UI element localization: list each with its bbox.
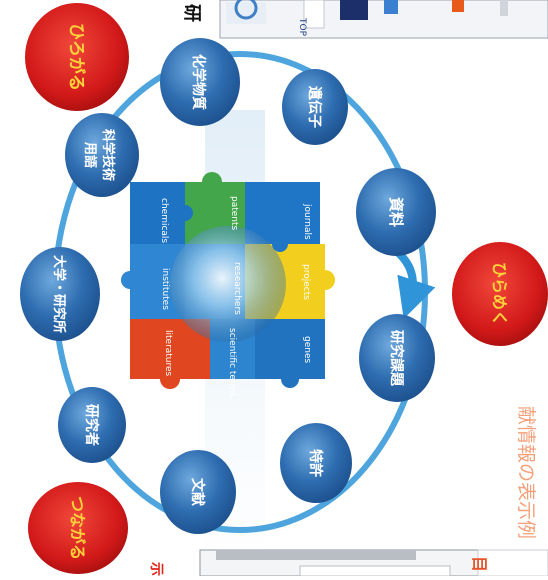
node-chemicals-label: 化学物質	[190, 54, 207, 110]
badge-tsunagaru-label: つながる	[68, 496, 87, 560]
top-partial-char: 研	[181, 4, 202, 22]
label-researchers: researchers	[232, 262, 242, 315]
node-chemicals[interactable]: 化学物質	[160, 38, 240, 126]
node-terms-label-line1: 科学技術	[100, 129, 116, 181]
badge-hirogaru-label: ひろがる	[66, 23, 87, 91]
node-patents-label: 特許	[307, 449, 324, 477]
badge-hirameku: ひらめく	[452, 242, 548, 346]
badge-tsunagaru: つながる	[28, 482, 128, 574]
node-patents[interactable]: 特許	[280, 423, 352, 503]
cycle-arrow	[392, 246, 436, 319]
node-institutes-label: 大学・研究所	[51, 255, 67, 333]
node-researchers[interactable]: 研究者	[58, 387, 126, 463]
label-genes: genes	[302, 336, 312, 363]
node-genes[interactable]: 遺伝子	[282, 69, 348, 145]
node-literature-label: 文献	[189, 478, 206, 506]
node-institutes[interactable]: 大学・研究所	[20, 247, 100, 341]
label-projects: projects	[301, 264, 311, 300]
puzzle-piece-genes	[255, 319, 325, 379]
node-journals[interactable]: 資料	[356, 168, 436, 256]
bottom-screenshot-fragment	[199, 549, 548, 577]
globe-image	[170, 226, 286, 342]
label-literatures: literatures	[163, 330, 173, 377]
badge-hirameku-label: ひらめく	[490, 262, 509, 326]
node-researchers-label: 研究者	[83, 404, 100, 446]
puzzle-block: chemicals patents journals institutes re…	[121, 172, 335, 397]
node-terms[interactable]: 科学技術 用語	[65, 113, 139, 197]
bottom-partial-char: 目	[470, 556, 489, 572]
node-projects-label: 研究課題	[388, 330, 405, 387]
node-projects[interactable]: 研究課題	[359, 314, 435, 402]
label-patents: patents	[229, 196, 239, 231]
side-caption: 献情報の表示例	[515, 406, 537, 539]
bottom-left-partial-char: 示	[148, 562, 164, 576]
label-scientific-terms: scientific terms	[227, 328, 237, 397]
label-journals: journals	[302, 203, 312, 240]
badge-hirogaru: ひろがる	[25, 3, 129, 111]
label-institutes: institutes	[160, 268, 170, 310]
node-terms-label-line2: 用語	[82, 141, 98, 168]
puzzle-piece-chemicals	[130, 182, 185, 244]
node-journals-label: 資料	[387, 197, 405, 227]
top-screenshot-fragment: TOP	[219, 0, 548, 39]
thumb-top-label: TOP	[297, 17, 307, 37]
label-chemicals: chemicals	[159, 198, 169, 243]
puzzle-piece-journals	[245, 182, 320, 244]
node-literature[interactable]: 文献	[160, 450, 236, 534]
node-genes-label: 遺伝子	[306, 86, 323, 128]
